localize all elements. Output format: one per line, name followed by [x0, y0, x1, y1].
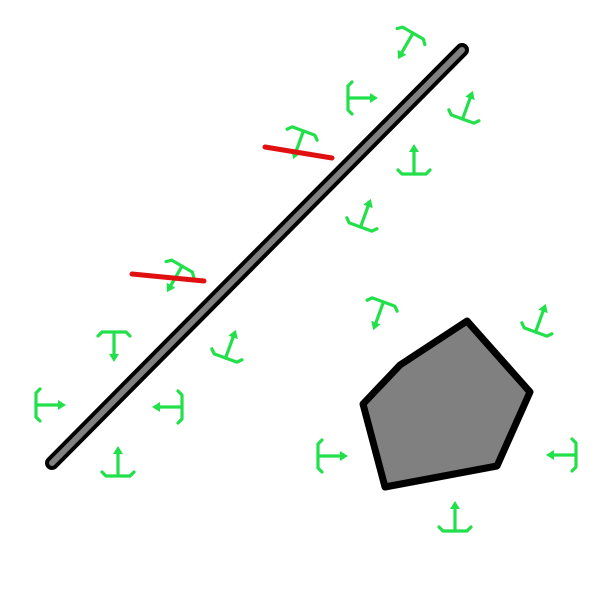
green-tee-marker-6 — [345, 198, 379, 233]
green-tee-marker-16 — [546, 437, 578, 473]
green-tee-marker-2 — [447, 90, 481, 125]
green-tee-marker-4 — [396, 144, 432, 176]
green-tee-marker-3 — [346, 80, 378, 116]
green-tee-marker-10 — [34, 387, 66, 423]
green-tee-marker-1 — [395, 25, 427, 60]
green-tee-marker-17 — [437, 501, 473, 533]
green-tee-marker-13 — [365, 296, 399, 331]
green-tee-marker-11 — [152, 389, 184, 425]
green-tee-marker-12 — [100, 446, 136, 478]
markers-layer — [34, 25, 578, 533]
red-reject-mark — [129, 271, 207, 284]
green-tee-marker-8 — [96, 330, 132, 362]
red-reject-mark — [262, 144, 335, 161]
green-tee-marker-14 — [520, 303, 554, 338]
polygon-obstacle — [359, 317, 534, 491]
green-tee-marker-15 — [316, 438, 348, 474]
diagonal-wall — [45, 43, 469, 470]
green-tee-marker-9 — [210, 329, 244, 364]
